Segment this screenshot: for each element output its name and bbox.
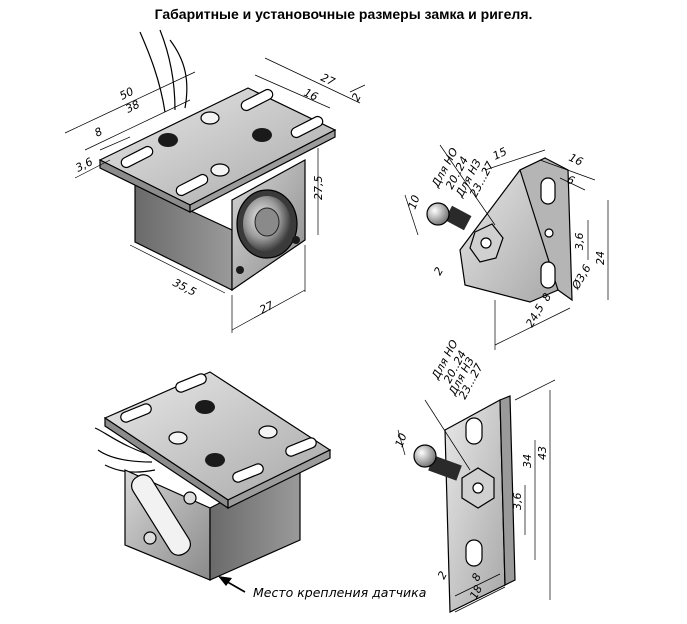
- dim-lock-27-top: 27: [319, 71, 337, 89]
- dim-bolt-bottom-3-6: 3,6: [511, 493, 524, 511]
- dim-bolt-top-10: 10: [406, 193, 423, 211]
- dim-bolt-top-24-5: 24,5: [523, 302, 547, 330]
- dim-bolt-bottom-34: 34: [521, 454, 534, 468]
- figure-title: Габаритные и установочные размеры замка …: [154, 6, 533, 22]
- dim-bolt-top-3-6: 3,6: [573, 233, 586, 251]
- bolt-top-view: Для НО 20..24 Для НЗ 23...27 15 16 6 10 …: [404, 144, 609, 350]
- dim-bolt-bottom-10: 10: [393, 431, 410, 449]
- dim-bolt-bottom-43: 43: [536, 446, 549, 460]
- dim-lock-35-5: 35,5: [171, 276, 199, 299]
- dim-bolt-top-d3-6: Ø3,6: [569, 262, 594, 292]
- lock-bottom-view: Место крепления датчика: [94, 371, 426, 600]
- dim-bolt-top-6: 6: [565, 173, 577, 188]
- dim-lock-3-6: 3,6: [73, 155, 94, 175]
- dim-bolt-top-24: 24: [594, 251, 607, 265]
- dim-lock-8: 8: [92, 125, 104, 140]
- dim-lock-27-5: 27,5: [312, 176, 325, 201]
- dim-lock-27-bottom: 27: [257, 299, 275, 317]
- dim-lock-2: 2: [349, 91, 364, 103]
- lock-top-view: 50 38 8 3,6 27 16 2 27,5 35,5 27: [64, 29, 366, 333]
- dim-lock-50: 50: [117, 85, 135, 103]
- dim-bolt-bottom-2: 2: [435, 569, 450, 581]
- sensor-mount-note: Место крепления датчика: [253, 585, 426, 600]
- dim-lock-38: 38: [123, 98, 141, 116]
- dim-bolt-bottom-18: 18: [467, 583, 485, 601]
- bolt-bottom-view: Для НО 20..24 Для НЗ 23...27 10 34 43 3,…: [393, 337, 556, 613]
- dim-bolt-top-2: 2: [431, 265, 446, 278]
- dim-lock-16: 16: [302, 86, 320, 104]
- dim-bolt-top-15: 15: [491, 145, 509, 163]
- dim-bolt-top-16: 16: [567, 151, 585, 169]
